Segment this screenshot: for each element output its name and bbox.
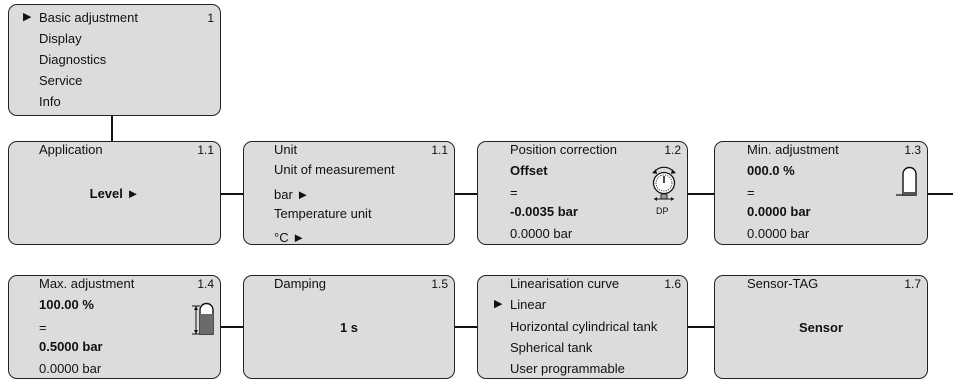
box-title: Linearisation curve	[510, 276, 620, 291]
damping-value: 1 s	[339, 320, 359, 335]
equals-sign: =	[747, 185, 755, 200]
temperature-unit-value-text: °C	[274, 230, 289, 245]
option-linear[interactable]: Linear	[510, 297, 547, 312]
min-adjustment-box[interactable]: Min. adjustment 1.3 000.0 % = 0.0000 bar…	[714, 141, 928, 245]
box-title: Application	[39, 142, 103, 157]
max-pressure-value: 0.5000 bar	[39, 339, 103, 354]
unit-measurement-label: Unit of measurement	[274, 162, 395, 177]
unit-box[interactable]: Unit 1.1 Unit of measurement bar ► Tempe…	[243, 141, 455, 245]
min-pressure-value: 0.0000 bar	[747, 204, 811, 219]
tank-full-icon	[192, 302, 214, 335]
connector-r1-1	[221, 193, 243, 195]
arrow-right-icon: ►	[296, 187, 310, 202]
box-title: Unit	[274, 142, 298, 157]
menu-selected-arrow: ▶	[23, 11, 32, 23]
application-value: Level ►	[9, 186, 220, 201]
tank-empty-icon	[896, 166, 917, 196]
application-value-text: Level	[89, 186, 123, 201]
box-title: Position correction	[510, 142, 617, 157]
box-number: 1.4	[197, 277, 214, 291]
box-title: Sensor-TAG	[747, 276, 819, 291]
option-horizontal-cylindrical-tank[interactable]: Horizontal cylindrical tank	[510, 319, 658, 334]
option-spherical-tank[interactable]: Spherical tank	[510, 340, 593, 355]
box-number: 1.1	[197, 143, 214, 157]
connector-menu-down	[111, 116, 113, 141]
menu-number: 1	[207, 11, 214, 25]
connector-r2-2	[455, 326, 477, 328]
offset-label: Offset	[510, 163, 548, 178]
position-correction-box[interactable]: Position correction 1.2 Offset = -0.0035…	[477, 141, 688, 245]
offset-value: -0.0035 bar	[510, 204, 578, 219]
box-number: 1.5	[431, 277, 448, 291]
connector-r1-2	[455, 193, 477, 195]
temperature-unit-value[interactable]: °C ►	[274, 230, 305, 245]
selected-arrow-icon: ▶	[494, 298, 503, 310]
menu-item-info[interactable]: Info	[39, 94, 61, 109]
box-number: 1.1	[431, 143, 448, 157]
menu-item-diagnostics[interactable]: Diagnostics	[39, 52, 107, 67]
unit-measurement-value-text: bar	[274, 187, 293, 202]
arrow-right-icon: ►	[292, 230, 306, 245]
box-number: 1.2	[664, 143, 681, 157]
box-title: Damping	[274, 276, 327, 291]
temperature-unit-label: Temperature unit	[274, 206, 372, 221]
min-percent-value: 000.0 %	[747, 163, 795, 178]
max-reference-value: 0.0000 bar	[39, 361, 102, 376]
menu-item-service[interactable]: Service	[39, 73, 83, 88]
equals-sign: =	[510, 185, 518, 200]
sensor-tag-box[interactable]: Sensor-TAG 1.7 Sensor	[714, 275, 928, 379]
box-title: Max. adjustment	[39, 276, 135, 291]
equals-sign: =	[39, 320, 47, 335]
connector-r2-1	[221, 326, 243, 328]
main-menu-box: 1 ▶ Basic adjustment Display Diagnostics…	[8, 4, 221, 116]
max-percent-value: 100.00 %	[39, 297, 94, 312]
pressure-gauge-icon	[652, 166, 676, 201]
connector-r2-3	[688, 326, 714, 328]
connector-r1-4	[928, 193, 953, 195]
sensor-tag-value: Sensor	[798, 320, 844, 335]
unit-measurement-value[interactable]: bar ►	[274, 187, 309, 202]
application-box[interactable]: Application 1.1 Level ►	[8, 141, 221, 245]
box-number: 1.6	[664, 277, 681, 291]
linearisation-curve-box[interactable]: Linearisation curve 1.6 ▶ Linear Horizon…	[477, 275, 688, 379]
box-number: 1.3	[904, 143, 921, 157]
menu-item-display[interactable]: Display	[39, 31, 82, 46]
box-number: 1.7	[904, 277, 921, 291]
offset-reference: 0.0000 bar	[510, 226, 573, 241]
arrow-right-icon: ►	[126, 186, 140, 201]
damping-box[interactable]: Damping 1.5 1 s	[243, 275, 455, 379]
max-adjustment-box[interactable]: Max. adjustment 1.4 100.00 % = 0.5000 ba…	[8, 275, 221, 379]
dp-label: DP	[656, 206, 669, 216]
menu-item-basic-adjustment[interactable]: Basic adjustment	[39, 10, 138, 25]
min-reference-value: 0.0000 bar	[747, 226, 810, 241]
option-user-programmable[interactable]: User programmable	[510, 361, 625, 376]
connector-r1-3	[688, 193, 714, 195]
box-title: Min. adjustment	[747, 142, 839, 157]
